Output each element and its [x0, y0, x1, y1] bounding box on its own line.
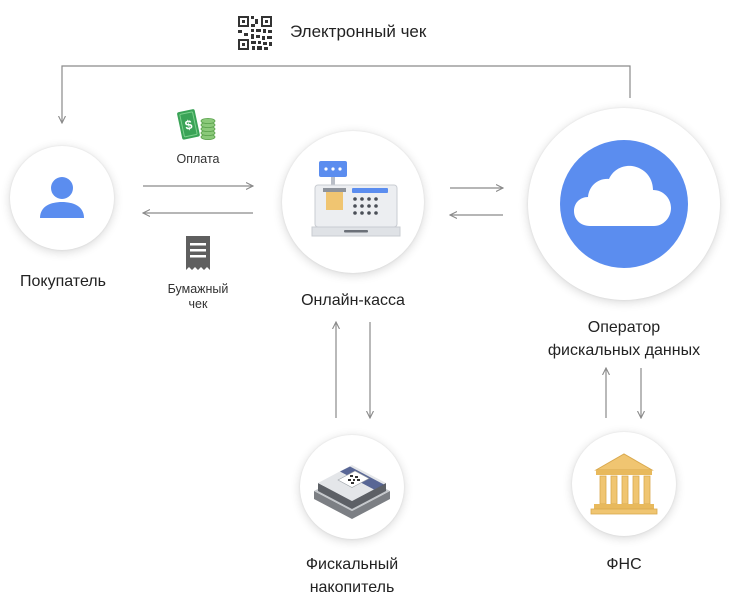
- cash-register-icon: [311, 161, 401, 237]
- bank-icon: [590, 453, 658, 515]
- cashbox-label: Онлайн-касса: [301, 292, 405, 309]
- fiscal-drive-icon: [314, 465, 390, 519]
- fns-label: ФНС: [606, 556, 642, 573]
- fiscal-drive-label-line1: Фискальный: [305, 556, 399, 573]
- fns-node[interactable]: [572, 432, 676, 536]
- receipt-arrow: [62, 65, 631, 123]
- buyer-label: Покупатель: [20, 273, 106, 290]
- paper-receipt-label-line2: чек: [188, 297, 208, 311]
- svg-text:$: $: [183, 117, 194, 133]
- cashbox-node[interactable]: [282, 131, 424, 273]
- operator-node[interactable]: [528, 108, 720, 300]
- qr-code-icon: [238, 16, 272, 50]
- operator-label-line1: Оператор: [587, 319, 661, 336]
- person-icon: [40, 177, 84, 218]
- money-icon: $: [177, 109, 216, 140]
- electronic-receipt-label: Электронный чек: [290, 22, 427, 41]
- fiscal-drive-node[interactable]: [300, 435, 404, 539]
- cloud-icon: [560, 140, 688, 268]
- buyer-node[interactable]: [10, 146, 114, 250]
- operator-label-line2: фискальных данных: [547, 342, 701, 359]
- fiscal-drive-label: Фискальный накопитель: [282, 553, 422, 599]
- payment-label: Оплата: [176, 152, 220, 166]
- paper-receipt-label-line1: Бумажный: [167, 282, 229, 296]
- paper-receipt-icon: [186, 236, 210, 270]
- fiscal-drive-label-line2: накопитель: [309, 579, 395, 596]
- operator-label: Оператор фискальных данных: [520, 316, 728, 362]
- paper-receipt-label: Бумажный чек: [150, 282, 246, 312]
